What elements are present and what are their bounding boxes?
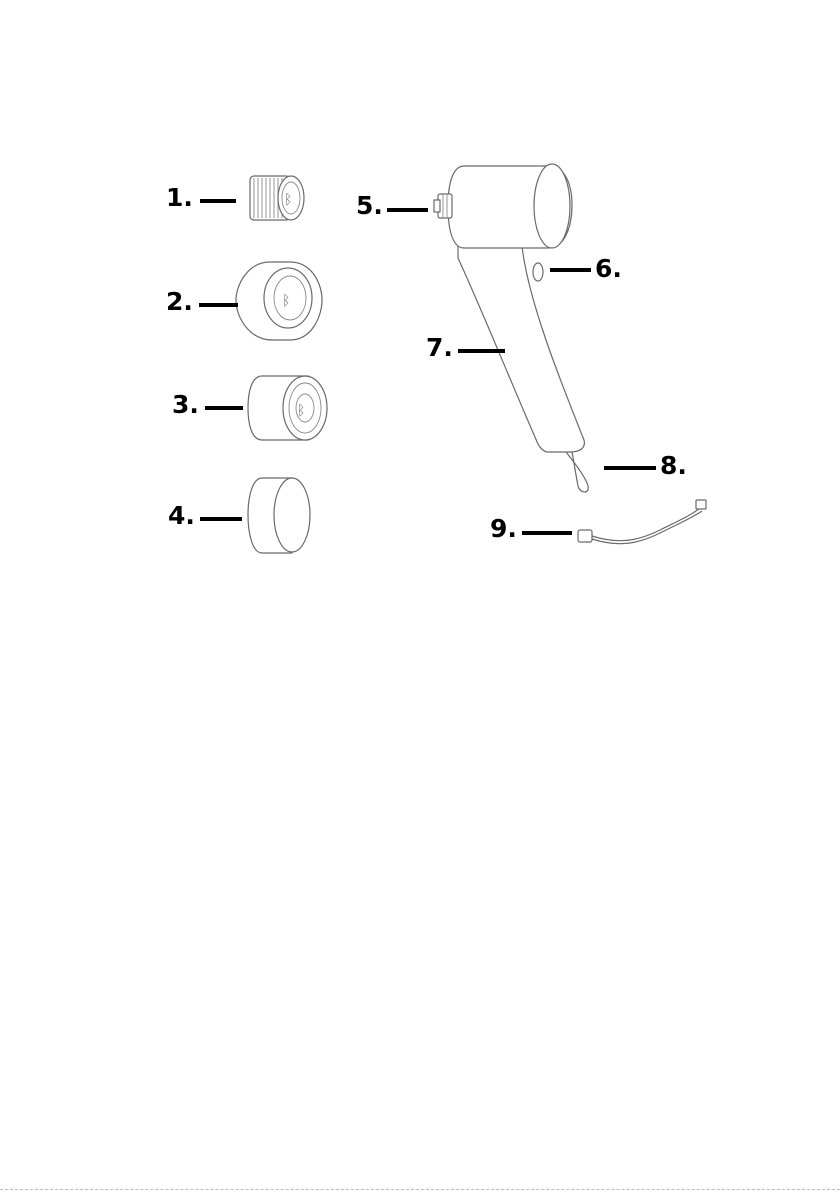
part-5-nozzle-connector xyxy=(434,194,452,218)
part-6-power-button xyxy=(533,263,543,281)
coupling-icon: ᛒ xyxy=(284,192,292,208)
part-4-cap xyxy=(248,478,310,553)
part-9-charging-cable xyxy=(578,500,706,544)
page-bottom-border xyxy=(0,1189,840,1190)
coupling-icon: ᛒ xyxy=(282,293,290,309)
callout-1: 1. xyxy=(166,183,193,212)
callout-6: 6. xyxy=(595,254,622,283)
coupling-icon: ᛒ xyxy=(297,403,305,419)
callout-4: 4. xyxy=(168,501,195,530)
callout-labels: 1. 2. 3. 4. 5. 6. 7. 8. 9. xyxy=(166,183,687,543)
part-8-lanyard xyxy=(566,452,588,492)
callout-7: 7. xyxy=(426,333,453,362)
callout-2: 2. xyxy=(166,287,193,316)
callout-5: 5. xyxy=(356,191,383,220)
part-1-bristle-brush: ᛒ xyxy=(250,176,304,220)
callout-3: 3. xyxy=(172,390,199,419)
callout-9: 9. xyxy=(490,514,517,543)
callout-8: 8. xyxy=(660,451,687,480)
main-body xyxy=(434,164,588,492)
part-2-wide-head: ᛒ xyxy=(236,262,322,340)
part-3-cylinder-head: ᛒ xyxy=(248,376,327,440)
